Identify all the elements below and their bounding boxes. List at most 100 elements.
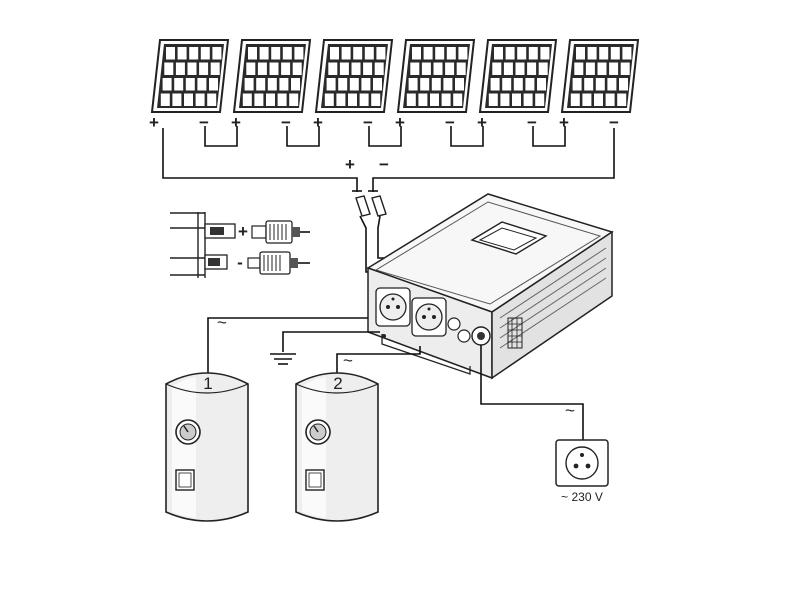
ac-wiring: ~ ~ ~ xyxy=(207,313,584,440)
pv-cell xyxy=(177,47,187,60)
pv-cell xyxy=(246,62,256,75)
inverter-output-socket-2 xyxy=(411,297,447,337)
pv-cell xyxy=(576,47,585,60)
pv-cell xyxy=(187,62,197,75)
pv-cell xyxy=(291,78,300,91)
pv-cell xyxy=(423,47,433,60)
pv-cell xyxy=(376,47,386,60)
pv-cell xyxy=(540,47,550,60)
pv-cell xyxy=(617,93,627,106)
water-heater-1: 1 xyxy=(165,372,249,522)
pv-cell xyxy=(256,78,266,91)
solar-panel-6 xyxy=(560,39,640,113)
panel-4-minus: − xyxy=(445,113,455,132)
pv-cell xyxy=(572,78,582,91)
pv-cell xyxy=(338,78,348,91)
pv-cell xyxy=(341,47,351,60)
pv-cell xyxy=(266,93,275,106)
pv-cell xyxy=(421,62,431,75)
pv-cell xyxy=(490,78,500,91)
pv-cell xyxy=(418,93,428,106)
pv-cell xyxy=(336,93,346,106)
panel-3-plus: + xyxy=(313,113,323,132)
pv-cell xyxy=(443,78,453,91)
solar-panel-1 xyxy=(150,39,230,113)
pv-cell xyxy=(184,93,193,106)
pv-cell xyxy=(349,78,359,91)
display-window xyxy=(470,221,548,255)
pv-cell xyxy=(605,93,615,106)
pv-cell xyxy=(492,62,502,75)
pv-cell xyxy=(622,47,632,60)
pv-cell xyxy=(162,78,172,91)
pv-cell xyxy=(373,78,382,91)
pv-cell xyxy=(195,93,205,106)
pv-cell xyxy=(599,47,609,60)
panel-2-minus: − xyxy=(281,113,291,132)
pv-cell xyxy=(619,78,628,91)
pv-cell xyxy=(537,78,546,91)
pv-cell xyxy=(584,78,594,91)
pv-cell xyxy=(242,93,252,106)
pv-cell xyxy=(281,62,291,75)
boiler-2-number: 2 xyxy=(333,374,342,393)
pv-cell xyxy=(282,47,292,60)
pv-cell xyxy=(210,62,220,75)
pv-cell xyxy=(271,47,281,60)
panel-4-plus: + xyxy=(395,113,405,132)
pv-cell xyxy=(513,78,523,91)
thermometer-dial xyxy=(175,419,201,445)
panel-1-minus: − xyxy=(199,113,209,132)
pv-cell xyxy=(175,62,185,75)
inverter-dc-input xyxy=(447,317,471,343)
pv-cell xyxy=(363,62,373,75)
pv-cell xyxy=(160,93,170,106)
panel-3-minus: − xyxy=(363,113,373,132)
pv-cell xyxy=(248,47,257,60)
pv-cell xyxy=(446,47,456,60)
pv-cell xyxy=(254,93,264,106)
wall-socket: ~ 230 V xyxy=(555,439,609,504)
connector-minus-label: - xyxy=(237,253,243,272)
pv-cell xyxy=(610,47,620,60)
pv-cell xyxy=(503,62,513,75)
pv-cell xyxy=(294,47,304,60)
pv-cell xyxy=(620,62,630,75)
control-box xyxy=(305,469,325,491)
pv-cell xyxy=(371,93,381,106)
mc4-male-connector xyxy=(251,220,310,244)
pv-cell xyxy=(455,78,464,91)
ac-symbol-socket: ~ xyxy=(565,401,575,420)
pv-cell xyxy=(535,93,545,106)
pv-cell xyxy=(189,47,199,60)
pv-cell xyxy=(172,93,182,106)
solar-panel-5 xyxy=(478,39,558,113)
pv-cell xyxy=(244,78,254,91)
pv-cell xyxy=(420,78,430,91)
pv-cell xyxy=(585,62,595,75)
ac-symbol-boiler-1: ~ xyxy=(217,313,227,332)
pv-cell xyxy=(174,78,184,91)
pv-cell xyxy=(364,47,374,60)
pv-cell xyxy=(324,93,334,106)
pv-cell xyxy=(458,47,468,60)
thermometer-dial xyxy=(305,419,331,445)
pv-cell xyxy=(185,78,195,91)
pv-cell xyxy=(597,62,607,75)
boiler-1-number: 1 xyxy=(203,374,212,393)
pv-cell xyxy=(430,93,439,106)
pv-cell xyxy=(435,47,445,60)
pv-cell xyxy=(595,78,605,91)
solar-panel-2 xyxy=(232,39,312,113)
pv-cell xyxy=(292,62,302,75)
pv-cell xyxy=(412,47,421,60)
pv-cell xyxy=(200,47,210,60)
panel-1-plus: + xyxy=(149,113,159,132)
inverter-output-socket-1 xyxy=(375,287,411,327)
pv-cell xyxy=(259,47,269,60)
pv-cell xyxy=(164,62,174,75)
pv-cell xyxy=(351,62,361,75)
solar-panel-array: +−+−+−+−+−+− xyxy=(149,39,640,132)
pv-cell xyxy=(517,47,527,60)
